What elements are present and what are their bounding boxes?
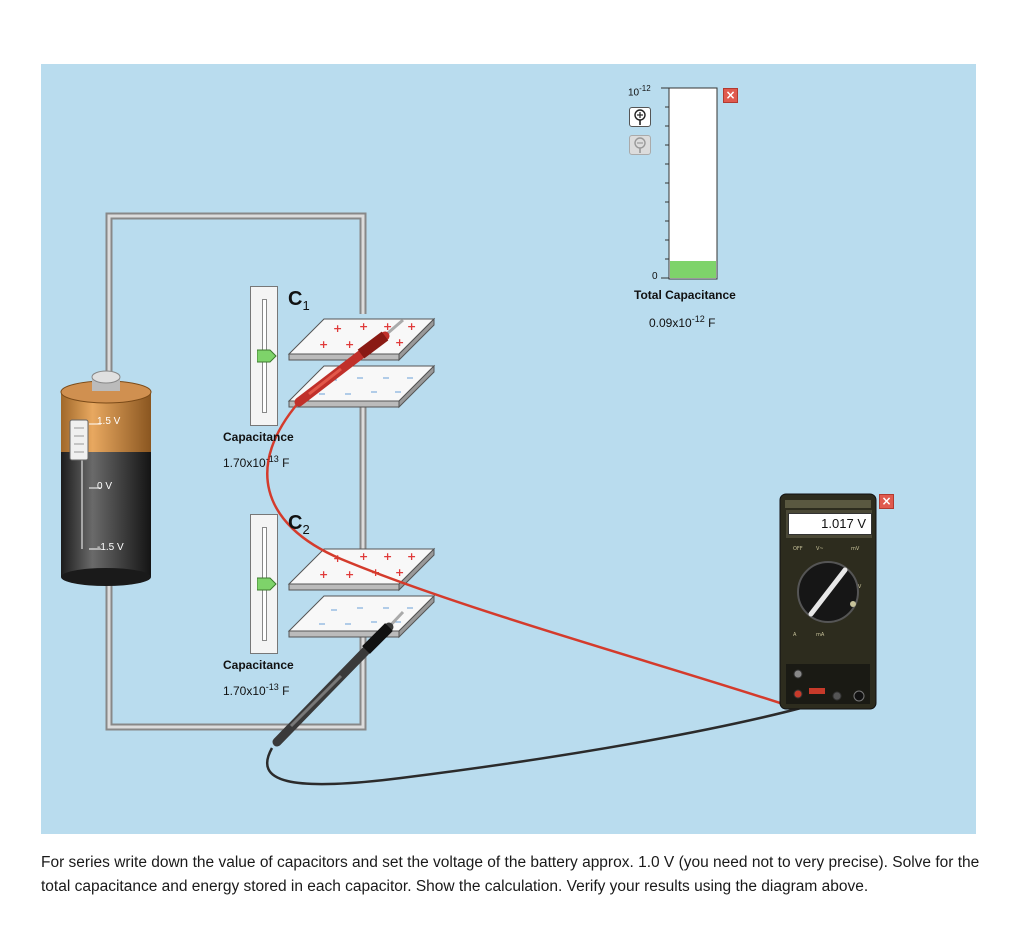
capacitance-meter-zero-label: 0 — [652, 271, 658, 282]
black-probe-lead — [266, 694, 844, 786]
svg-text:+: + — [395, 336, 404, 349]
svg-text:+: + — [407, 320, 416, 333]
svg-text:+: + — [395, 566, 404, 579]
capacitor-1-value: 1.70x10-13 F — [223, 454, 290, 470]
svg-text:+: + — [383, 320, 392, 333]
circuit-wires — [105, 212, 367, 731]
svg-text:+: + — [345, 568, 354, 581]
svg-text:mA: mA — [816, 632, 825, 638]
svg-text:+: + — [383, 550, 392, 563]
svg-text:OFF: OFF — [793, 546, 803, 552]
total-capacitance-value: 0.09x10-12 F — [649, 314, 716, 330]
battery[interactable] — [60, 370, 152, 586]
capacitance-meter-bar — [661, 87, 718, 280]
battery-mid-voltage-label: 0 V — [97, 481, 113, 492]
zoom-out-icon[interactable] — [629, 135, 651, 155]
black-probe[interactable] — [272, 610, 405, 747]
capacitor-2-value: 1.70x10-13 F — [223, 682, 290, 698]
capacitor-2-capacitance-label: Capacitance — [223, 658, 294, 672]
battery-bottom-voltage-label: -1.5 V — [97, 542, 124, 553]
simulation-canvas: ++++ ++++ ++++ ++++ — [41, 64, 976, 834]
battery-top-voltage-label: 1.5 V — [97, 416, 121, 427]
capacitor-1-capacitance-label: Capacitance — [223, 430, 294, 444]
capacitor-1-slider-knob[interactable] — [257, 349, 277, 363]
capacitor-2-slider[interactable] — [250, 514, 278, 654]
instructions-text: For series write down the value of capac… — [41, 854, 980, 895]
svg-text:+: + — [359, 550, 368, 563]
red-probe[interactable] — [294, 318, 404, 407]
capacitor-1-slider[interactable] — [250, 286, 278, 426]
capacitor-2-bottom-plate — [287, 594, 436, 639]
close-icon[interactable]: × — [723, 88, 738, 103]
voltmeter-display: 1.017 V — [788, 513, 872, 535]
zoom-in-icon[interactable] — [629, 107, 651, 127]
total-capacitance-title: Total Capacitance — [634, 288, 736, 302]
svg-text:mV: mV — [851, 546, 860, 552]
capacitor-1-bottom-plate — [287, 364, 436, 409]
svg-text:A: A — [793, 632, 797, 638]
svg-text:+: + — [359, 320, 368, 333]
battery-voltage-slider[interactable] — [69, 419, 89, 461]
close-icon[interactable]: × — [879, 494, 894, 509]
capacitor-2-name: C2 — [288, 512, 310, 537]
svg-text:+: + — [345, 338, 354, 351]
capacitor-1-top-plate: ++++ ++++ — [287, 317, 436, 362]
svg-text:+: + — [333, 322, 342, 335]
svg-text:+: + — [319, 568, 328, 581]
circuit-scene: ++++ ++++ ++++ ++++ — [60, 87, 877, 786]
red-probe-lead — [266, 401, 784, 706]
svg-text:V~: V~ — [816, 546, 824, 552]
svg-text:+: + — [319, 338, 328, 351]
capacitor-2-top-plate: ++++ ++++ — [287, 547, 436, 592]
svg-text:+: + — [407, 550, 416, 563]
capacitor-2-slider-knob[interactable] — [257, 577, 277, 591]
capacitance-meter-scale-label: 10-12 — [628, 84, 651, 99]
capacitor-1-name: C1 — [288, 288, 310, 313]
